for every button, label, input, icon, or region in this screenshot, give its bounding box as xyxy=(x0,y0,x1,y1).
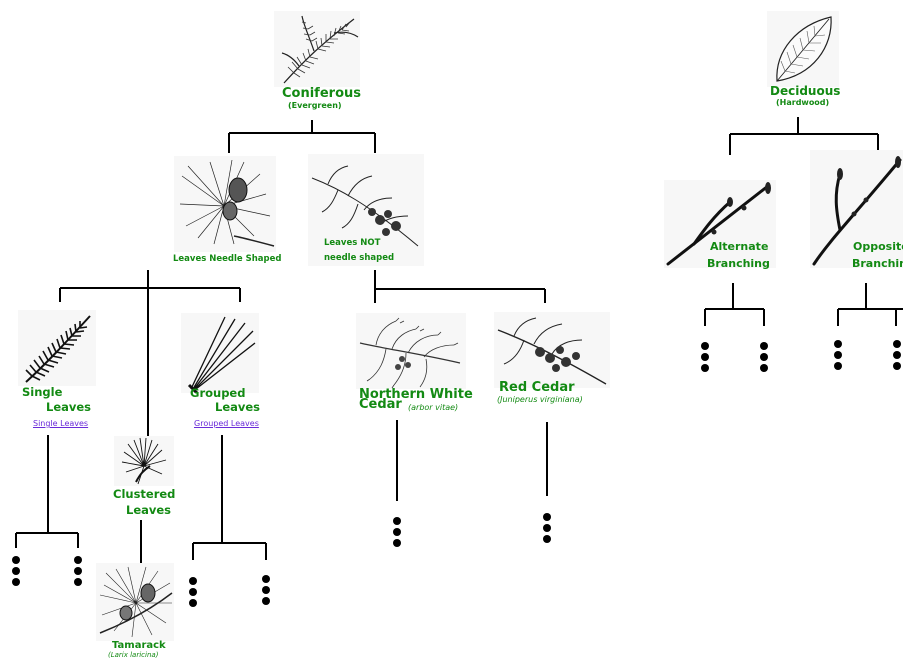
clustered-label-line1: Clustered xyxy=(113,487,175,501)
coniferous-subtitle: (Evergreen) xyxy=(288,101,342,110)
continuation-dots xyxy=(393,517,401,550)
alternate-twig-illustration xyxy=(664,180,776,268)
alternate-label-line2: Branching xyxy=(707,257,770,270)
single-label-line1: Single xyxy=(22,385,62,399)
single-label-line2: Leaves xyxy=(46,400,91,414)
red-cedar-illustration xyxy=(494,312,610,388)
not-needle-label-line1: Leaves NOT xyxy=(324,238,380,248)
tamarack-latin: (Larix laricina) xyxy=(108,651,158,659)
white-cedar-latin: (arbor vitae) xyxy=(408,403,458,412)
grouped-leaves-link[interactable]: Grouped Leaves xyxy=(194,419,259,428)
continuation-dots xyxy=(834,340,842,373)
fir-branch-illustration xyxy=(18,310,96,386)
larch-cluster-illustration xyxy=(114,436,174,486)
spruce-branch-illustration xyxy=(274,11,360,87)
deciduous-subtitle: (Hardwood) xyxy=(776,98,829,107)
continuation-dots xyxy=(701,342,709,375)
continuation-dots xyxy=(74,556,82,589)
needle-shaped-label: Leaves Needle Shaped xyxy=(173,254,281,264)
clustered-label-line2: Leaves xyxy=(126,503,171,517)
continuation-dots xyxy=(189,577,197,610)
continuation-dots xyxy=(262,575,270,608)
tamarack-title: Tamarack xyxy=(112,640,166,651)
pine-needles-illustration xyxy=(174,156,276,252)
single-leaves-link[interactable]: Single Leaves xyxy=(33,419,88,428)
elm-leaf-illustration xyxy=(767,11,839,87)
tamarack-illustration xyxy=(96,563,174,641)
white-cedar-illustration xyxy=(356,313,466,389)
continuation-dots xyxy=(543,513,551,546)
opposite-label-line2: Branching xyxy=(852,257,903,270)
pine-bundle-illustration xyxy=(181,313,259,393)
coniferous-title: Coniferous xyxy=(282,86,361,101)
cedar-sprig-illustration xyxy=(308,154,424,266)
grouped-label-line2: Leaves xyxy=(215,400,260,414)
opposite-label-line1: Opposite xyxy=(853,240,903,253)
red-cedar-title: Red Cedar xyxy=(499,380,575,395)
not-needle-label-line2: needle shaped xyxy=(324,253,394,263)
white-cedar-label-line2: Cedar xyxy=(359,397,402,412)
deciduous-title: Deciduous xyxy=(770,84,840,98)
continuation-dots xyxy=(760,342,768,375)
continuation-dots xyxy=(12,556,20,589)
grouped-label-line1: Grouped xyxy=(190,386,245,400)
continuation-dots xyxy=(893,340,901,373)
red-cedar-latin: (Juniperus virginiana) xyxy=(497,395,583,404)
alternate-label-line1: Alternate xyxy=(710,240,768,253)
